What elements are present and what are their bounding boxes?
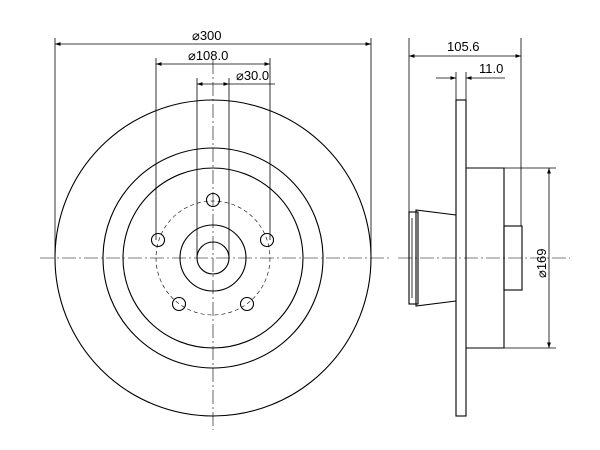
bolt-hole [150, 232, 166, 248]
bolt-circle [155, 200, 271, 316]
side-view: 105.6 11.0 ⌀169 [398, 38, 570, 417]
friction-ring-circle [102, 147, 324, 369]
bolt-hole [239, 296, 255, 312]
hub-boss-right [503, 225, 523, 291]
total-height-label: 105.6 [447, 39, 480, 54]
disc-plate [455, 99, 467, 417]
hat-left [415, 209, 457, 307]
outer-diameter-label: ⌀300 [192, 28, 222, 43]
hub-circle [179, 224, 247, 292]
bolt-hole [171, 296, 187, 312]
disc-thickness-label: 11.0 [479, 61, 503, 76]
bolt-hole [259, 232, 275, 248]
hat-outer-circle [122, 167, 304, 349]
center-bore-label: ⌀30.0 [236, 68, 269, 83]
front-view: ⌀300 ⌀108.0 ⌀30.0 [40, 28, 390, 430]
hub-diameter-label: ⌀169 [534, 248, 549, 278]
bolt-holes [150, 192, 275, 312]
bolt-hole [205, 192, 221, 208]
bolt-circle-label: ⌀108.0 [188, 48, 228, 63]
tone-ring [408, 211, 419, 305]
